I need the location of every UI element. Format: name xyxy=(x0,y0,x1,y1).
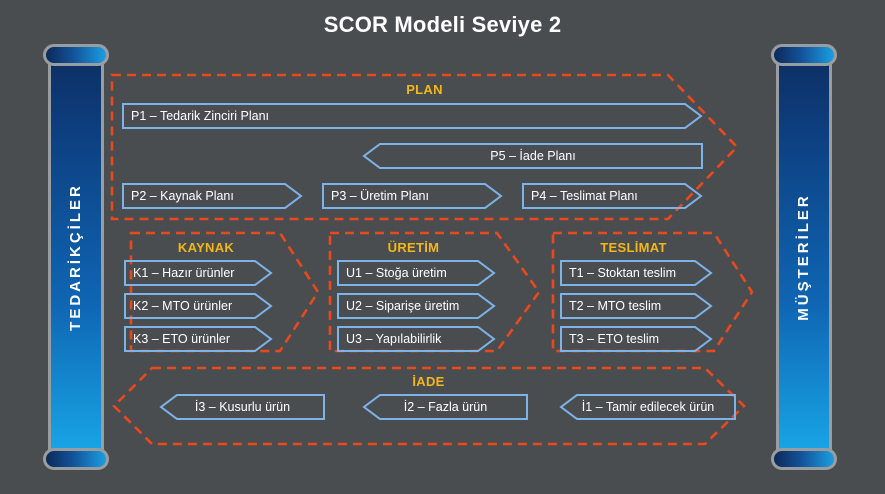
chip-k2[interactable]: K2 – MTO ürünler xyxy=(124,293,272,319)
chip-i3[interactable]: İ3 – Kusurlu ürün xyxy=(160,394,325,420)
chip-i1-label: İ1 – Tamir edilecek ürün xyxy=(581,400,715,414)
chip-t3-shape xyxy=(560,326,712,352)
chip-u3-label: U3 – Yapılabilirlik xyxy=(346,332,442,346)
chip-p3-label: P3 – Üretim Planı xyxy=(331,189,429,203)
chip-k1[interactable]: K1 – Hazır ürünler xyxy=(124,260,272,286)
pillar-suppliers-cap-top xyxy=(43,44,109,66)
chip-p2-shape xyxy=(122,183,302,209)
chip-i2-shape xyxy=(363,394,528,420)
chip-p2-label: P2 – Kaynak Planı xyxy=(131,189,234,203)
chip-p1-label: P1 – Tedarik Zinciri Planı xyxy=(131,109,270,123)
chip-t2-shape xyxy=(560,293,712,319)
chip-p1-shape xyxy=(122,103,702,129)
chip-u2-label: U2 – Siparişe üretim xyxy=(346,299,460,313)
chip-k3-label: K3 – ETO ürünler xyxy=(133,332,231,346)
chip-i2[interactable]: İ2 – Fazla ürün xyxy=(363,394,528,420)
section-header-plan: PLAN xyxy=(406,82,443,97)
chip-k3-shape xyxy=(124,326,272,352)
chip-t3-label: T3 – ETO teslim xyxy=(569,332,660,346)
chip-u2[interactable]: U2 – Siparişe üretim xyxy=(337,293,495,319)
chip-k1-shape xyxy=(124,260,272,286)
chip-u1-label: U1 – Stoğa üretim xyxy=(346,266,447,280)
chip-p3-shape xyxy=(322,183,502,209)
chip-i1-shape xyxy=(560,394,736,420)
chip-u1-shape xyxy=(337,260,495,286)
chip-u1[interactable]: U1 – Stoğa üretim xyxy=(337,260,495,286)
chip-p5-label: P5 – İade Planı xyxy=(490,149,576,163)
chip-k1-label: K1 – Hazır ürünler xyxy=(133,266,235,280)
chip-t2[interactable]: T2 – MTO teslim xyxy=(560,293,712,319)
pillar-suppliers-body xyxy=(48,52,104,462)
chip-k2-label: K2 – MTO ürünler xyxy=(133,299,233,313)
chip-p4[interactable]: P4 – Teslimat Planı xyxy=(522,183,702,209)
chip-u2-shape xyxy=(337,293,495,319)
page-title: SCOR Modeli Seviye 2 xyxy=(323,12,562,37)
chip-k2-shape xyxy=(124,293,272,319)
section-header-teslimat: TESLİMAT xyxy=(600,240,667,255)
chip-t1[interactable]: T1 – Stoktan teslim xyxy=(560,260,712,286)
chip-u3[interactable]: U3 – Yapılabilirlik xyxy=(337,326,495,352)
chip-i1[interactable]: İ1 – Tamir edilecek ürün xyxy=(560,394,736,420)
section-header-kaynak: KAYNAK xyxy=(177,240,235,255)
chip-k3[interactable]: K3 – ETO ürünler xyxy=(124,326,272,352)
chip-p4-shape xyxy=(522,183,702,209)
pillar-customers-cap-bottom xyxy=(771,448,837,470)
pillar-suppliers-cap-bottom xyxy=(43,448,109,470)
chip-u3-shape xyxy=(337,326,495,352)
chip-p5[interactable]: P5 – İade Planı xyxy=(363,143,703,169)
section-header-uretim: ÜRETİM xyxy=(387,240,440,255)
chip-i3-label: İ3 – Kusurlu ürün xyxy=(194,400,291,414)
chip-i3-shape xyxy=(160,394,325,420)
chip-p1[interactable]: P1 – Tedarik Zinciri Planı xyxy=(122,103,702,129)
pillar-customers: MÜŞTERİLER xyxy=(771,44,837,470)
chip-p3[interactable]: P3 – Üretim Planı xyxy=(322,183,502,209)
pillar-customers-label: MÜŞTERİLER xyxy=(795,193,812,321)
chip-t3[interactable]: T3 – ETO teslim xyxy=(560,326,712,352)
pillar-customers-cap-top xyxy=(771,44,837,66)
chip-i2-label: İ2 – Fazla ürün xyxy=(403,400,488,414)
section-header-iade: İADE xyxy=(412,374,445,389)
pillar-suppliers: TEDARİKÇİLER xyxy=(43,44,109,470)
chip-t2-label: T2 – MTO teslim xyxy=(569,299,662,313)
chip-p2[interactable]: P2 – Kaynak Planı xyxy=(122,183,302,209)
pillar-suppliers-label: TEDARİKÇİLER xyxy=(67,183,84,331)
chip-p4-label: P4 – Teslimat Planı xyxy=(531,189,638,203)
chip-t1-shape xyxy=(560,260,712,286)
chip-p5-shape xyxy=(363,143,703,169)
chip-t1-label: T1 – Stoktan teslim xyxy=(569,266,676,280)
